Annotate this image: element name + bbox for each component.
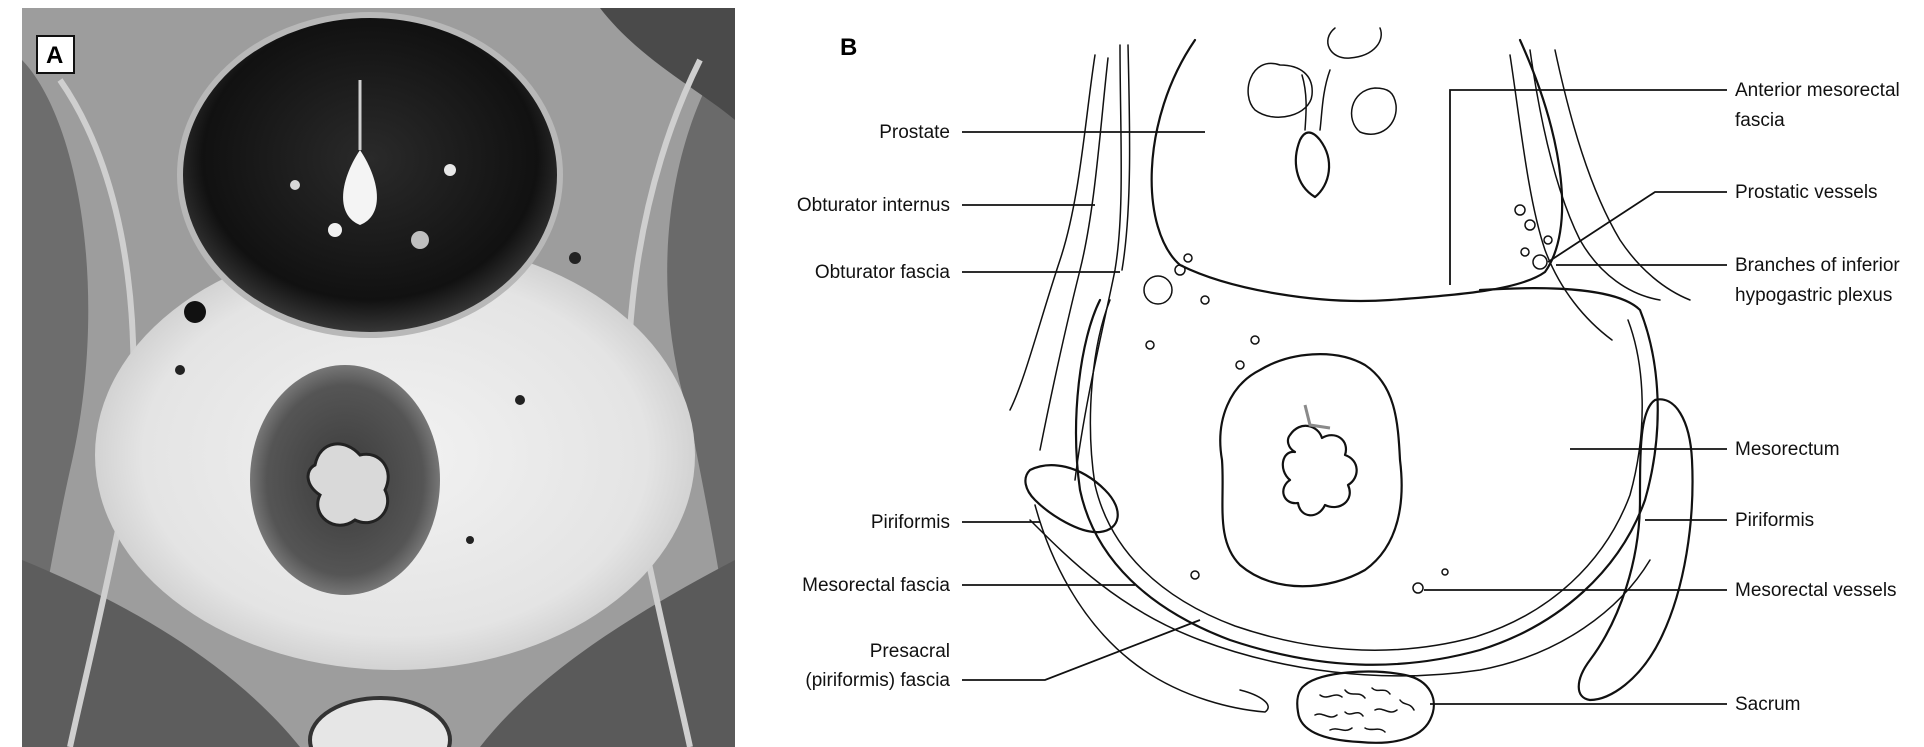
vessel-left-small-2 [1183,253,1193,263]
right-muscle-mass [667,40,735,680]
panel-a-letter: A [46,42,63,69]
sacrum-outline [1296,670,1435,744]
right-wall-line-2 [1529,49,1661,301]
obturator-fascia-line-2 [1121,44,1131,271]
right-wall-line-1 [1509,54,1613,341]
vessel-left-1 [184,301,206,323]
right-wall-line-3 [1554,49,1691,301]
prostate-gland-4 [290,180,300,190]
label-mesorectal-fascia: Mesorectal fascia [802,575,950,596]
piriformis-right-outline [1577,398,1694,702]
label-piriformis-right: Piriformis [1735,510,1814,531]
bottom-left-muscle [22,560,300,747]
vessel-mesorectal-2 [1190,570,1200,580]
leader-prostatic-vessels [1547,191,1727,263]
prostate-gland-2 [444,164,456,176]
panel-a-histology: A [22,8,735,747]
vesicle-top [1327,27,1382,59]
ejaculatory-ducts [1301,69,1331,131]
panel-b-letter: B [840,34,857,61]
obturator-internus-outer [1009,54,1096,411]
label-obturator-fascia: Obturator fascia [815,262,951,283]
vessel-left-small-1 [1174,264,1186,276]
bottom-right-muscle [480,560,735,747]
rectum-outline [1219,353,1403,588]
label-branches-line1: Branches of inferior [1735,255,1900,276]
label-anterior-mesorectal-line2: fascia [1735,110,1785,131]
label-branches-line2: hypogastric plexus [1735,285,1892,306]
vessel-mesorectal-3 [1441,568,1449,576]
vessel-right-3 [1532,254,1548,270]
vessel-right-4 [1520,247,1530,257]
rectal-lumen-highlight [1303,404,1331,430]
left-muscle-mass [22,60,89,700]
vessel-left-small-4 [1145,340,1155,350]
urethra-outline [1294,131,1331,199]
label-mesorectal-vessels: Mesorectal vessels [1735,580,1897,601]
vessel-left-small-3 [1200,295,1210,305]
vessel-mid-2 [1235,360,1245,370]
label-prostate: Prostate [879,122,950,143]
vessel-right-2 [515,395,525,405]
vesicle-left [1247,62,1313,118]
panel-b-diagram: B [797,27,1900,744]
presacral-fascia-line [1029,519,1651,677]
piriformis-left-outline [1024,464,1119,534]
sacrum-trabeculae [1314,687,1415,733]
label-anterior-mesorectal-line1: Anterior mesorectal [1735,80,1900,101]
obturator-internus-inner [1039,57,1109,451]
mesorectal-fascia-outline [1074,287,1659,666]
vessel-right-5 [1543,235,1553,245]
vessel-right-3 [466,536,474,544]
label-mesorectum: Mesorectum [1735,439,1840,460]
label-obturator-internus: Obturator internus [797,195,950,216]
sacrum-section [308,696,452,747]
left-lower-outline [1034,504,1269,713]
prostate-outline [1150,38,1564,303]
vesicle-right [1350,87,1397,135]
label-piriformis-left: Piriformis [871,512,950,533]
prostate-gland-1 [328,223,342,237]
vessel-left-large [1143,275,1173,305]
prostate-gland-3 [411,231,429,249]
rectal-lumen [306,442,390,527]
label-prostatic-vessels: Prostatic vessels [1735,182,1878,203]
leader-presacral [962,619,1201,681]
vessel-right-1 [1514,204,1526,216]
vessel-right-1 [569,252,581,264]
vessel-mid-1 [1250,335,1260,345]
vessel-right-2 [1524,219,1536,231]
leader-anterior-mesorectal [1449,89,1727,285]
urethra [343,150,377,225]
mesorectal-fascia-inner [1089,299,1643,651]
obturator-fascia-line [1074,44,1122,481]
rectal-lumen-outline [1281,424,1358,517]
vessel-mesorectal-1 [1412,582,1424,594]
label-presacral-line1: Presacral [870,641,950,662]
label-presacral-line2: (piriformis) fascia [805,670,950,691]
vessel-left-2 [175,365,185,375]
panel-a-letter-box [36,35,75,74]
top-right-muscle [600,8,735,120]
label-sacrum: Sacrum [1735,694,1800,715]
